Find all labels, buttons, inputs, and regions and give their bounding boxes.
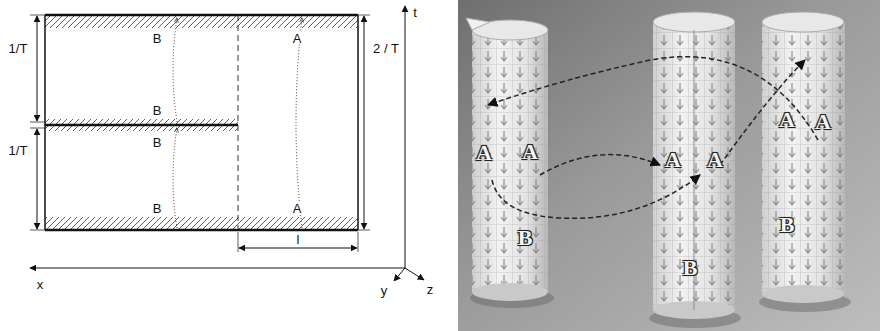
axis-label: z bbox=[427, 283, 434, 296]
photo-label: B bbox=[518, 227, 533, 249]
photo-label: A bbox=[522, 141, 538, 163]
region-label: B bbox=[152, 136, 163, 149]
axis-label: x bbox=[37, 278, 44, 291]
region-label: B bbox=[152, 202, 163, 215]
dimension-label: 2 / T bbox=[372, 42, 400, 55]
photo-label: B bbox=[780, 214, 795, 236]
photo-label: A bbox=[707, 149, 723, 171]
photo-label: A bbox=[476, 142, 492, 164]
dimension-label: 1/T bbox=[8, 144, 29, 157]
dimension-label: 1/T bbox=[8, 42, 29, 55]
axis-label: t bbox=[413, 6, 417, 19]
axis-label: y bbox=[381, 284, 388, 297]
photo-label: A bbox=[815, 111, 831, 133]
region-label: B bbox=[152, 104, 163, 117]
photo-label: A bbox=[779, 109, 795, 131]
photo-label: B bbox=[683, 257, 698, 279]
region-label: A bbox=[292, 32, 303, 45]
photo-label: A bbox=[665, 149, 681, 171]
region-label: B bbox=[152, 32, 163, 45]
region-label: A bbox=[292, 202, 303, 215]
dimension-label: l bbox=[296, 233, 301, 246]
